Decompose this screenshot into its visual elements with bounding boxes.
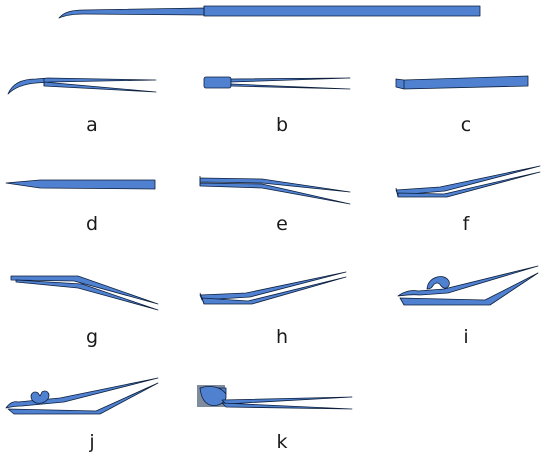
- label-g: g: [85, 326, 99, 348]
- instrument-b: [203, 76, 351, 90]
- label-a: a: [86, 114, 98, 136]
- instrument-c: [395, 75, 529, 90]
- instrument-f: [395, 165, 541, 198]
- label-j: j: [89, 431, 95, 453]
- instrument-e: [199, 176, 351, 205]
- label-b: b: [275, 114, 289, 136]
- instrument-d: [5, 179, 156, 190]
- instrument-k: [197, 385, 353, 410]
- label-k: k: [276, 431, 288, 453]
- instrument-i: [397, 265, 539, 306]
- instrument-j: [5, 377, 159, 415]
- label-f: f: [462, 213, 470, 235]
- label-e: e: [276, 213, 288, 235]
- instrument-h: [199, 271, 347, 305]
- label-i: i: [463, 326, 469, 348]
- top-instrument-handle: [58, 5, 481, 19]
- instrument-a: [7, 77, 157, 95]
- label-h: h: [275, 326, 289, 348]
- label-d: d: [85, 213, 99, 235]
- label-c: c: [460, 114, 472, 136]
- instrument-g: [10, 275, 159, 311]
